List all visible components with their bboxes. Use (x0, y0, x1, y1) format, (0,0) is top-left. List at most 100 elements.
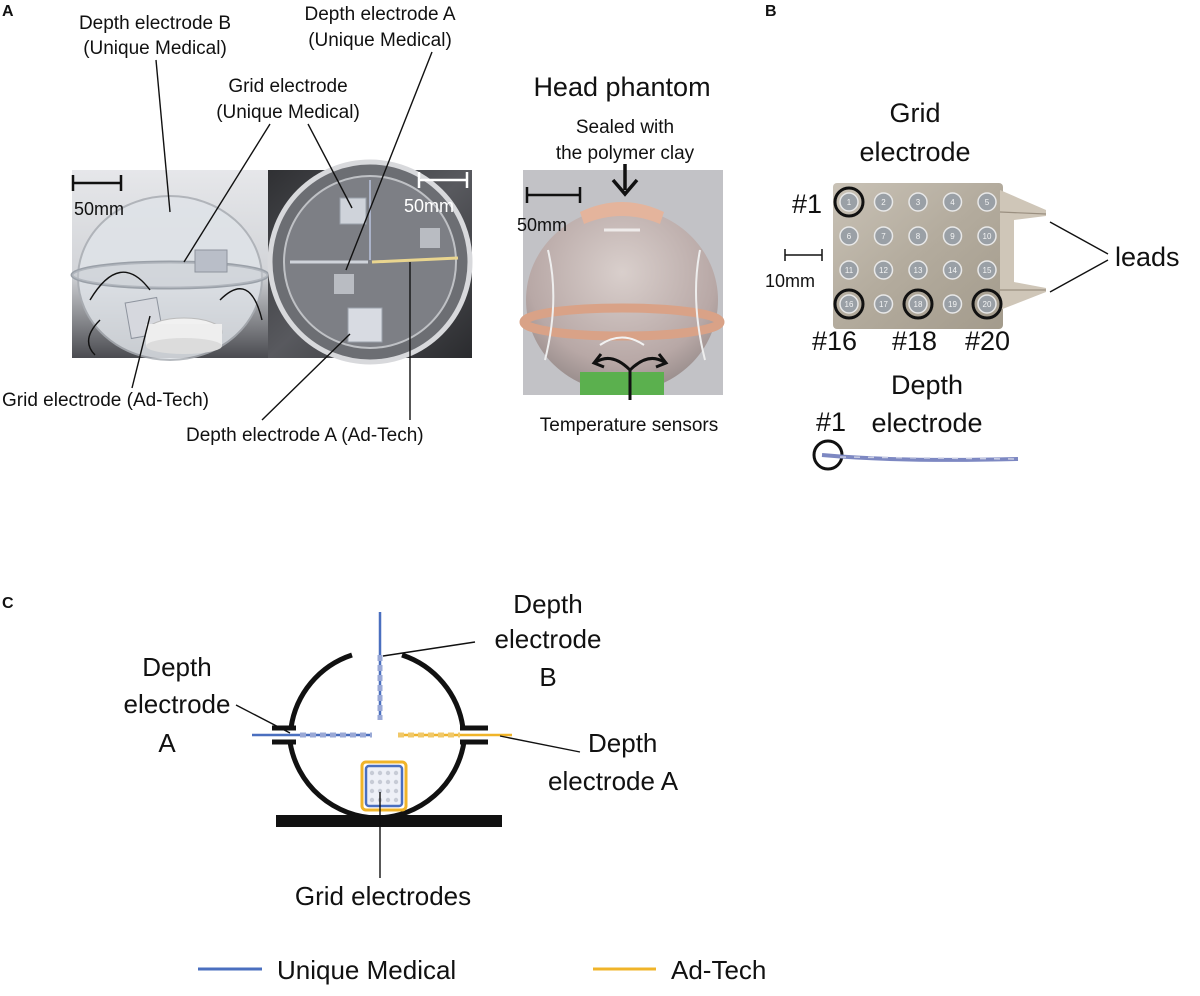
grid-contact-number: 17 (879, 300, 888, 309)
grid-contact (977, 260, 997, 280)
grid-contact (942, 260, 963, 280)
mini-grid-dot (385, 797, 391, 803)
scale-label-b: 10mm (765, 271, 815, 291)
grid-contact (942, 294, 963, 314)
label-depth-a-left-line1: Depth (142, 652, 211, 682)
mini-grid-dot (393, 797, 399, 803)
legend: Unique Medical Ad-Tech (198, 955, 766, 985)
temperature-sensors-label: Temperature sensors (540, 415, 718, 436)
label-depth-a-right-line1: Depth (588, 728, 657, 758)
grid-contact (942, 192, 963, 212)
sealed-line2: the polymer clay (556, 143, 695, 164)
mini-grid-dots (369, 770, 399, 803)
mini-grid-dot (369, 770, 375, 776)
grid-contact-number: 14 (948, 266, 957, 275)
label-depth-electrode-b: Depth electrode B (382, 589, 602, 692)
grid-contact (873, 192, 894, 212)
depth-electrode-title-line2: electrode (871, 408, 982, 438)
depth-electrode-photo (812, 439, 1019, 471)
label-depth-a-left-line3: A (158, 728, 176, 758)
grid-contact-number: 6 (847, 232, 852, 241)
grid-contact-number: 3 (916, 198, 921, 207)
grid-contact-number: 20 (983, 300, 992, 309)
grid-contact-number: 12 (879, 266, 888, 275)
head-phantom-title: Head phantom (533, 72, 710, 102)
grid-electrodes-diagram (360, 760, 408, 812)
photo-sphere-top (267, 159, 473, 365)
sealed-line1: Sealed with (576, 117, 674, 138)
mini-grid-dot (369, 788, 375, 794)
callout-grid-adtech: Grid electrode (Ad-Tech) (2, 315, 209, 411)
mini-grid-dot (385, 770, 391, 776)
label-depth-b-line1: Depth (513, 589, 582, 619)
grid-contact (908, 192, 928, 212)
mini-grid-dot (393, 788, 399, 794)
callout-depth-a-unique-line2: (Unique Medical) (308, 30, 452, 51)
label-grid-electrodes-text: Grid electrodes (295, 881, 471, 911)
grid-contact-number: 4 (950, 198, 955, 207)
marker-grid-16: #16 (812, 326, 857, 356)
marker-depth-1: #1 (816, 407, 846, 437)
grid-contact-number: 8 (916, 232, 921, 241)
grid-contact (839, 192, 859, 212)
marker-grid-18: #18 (892, 326, 937, 356)
mini-grid-dot (377, 770, 383, 776)
mini-grid-dot (393, 779, 399, 785)
grid-contact (908, 226, 928, 246)
grid-electrode-title-line1: Grid (889, 98, 940, 128)
grid-contact (977, 294, 997, 314)
depth-electrode-title-line1: Depth (891, 370, 963, 400)
grid-contact (839, 226, 859, 246)
grid-contact (873, 294, 894, 314)
callout-grid-unique-line1: Grid electrode (228, 76, 347, 97)
marker-grid-20: #20 (965, 326, 1010, 356)
callout-depth-b-unique-line1: Depth electrode B (79, 13, 231, 34)
grid-contact-number: 11 (845, 266, 854, 275)
panel-c-letter: C (2, 595, 14, 612)
grid-contact (873, 226, 894, 246)
mini-grid-dot (385, 788, 391, 794)
label-depth-b-line2: electrode (495, 624, 602, 654)
scale-bar-a-left: 50mm (71, 175, 124, 219)
callout-depth-a-adtech-label: Depth electrode A (Ad-Tech) (186, 425, 424, 446)
grid-contact-number: 16 (845, 300, 854, 309)
label-depth-b-line3: B (539, 662, 556, 692)
scale-label-phantom: 50mm (517, 215, 567, 235)
scale-label-a-right: 50mm (404, 196, 454, 216)
callout-depth-a-unique-line1: Depth electrode A (304, 4, 455, 25)
label-depth-electrode-a-right: Depth electrode A (499, 728, 679, 796)
mini-grid-dot (369, 779, 375, 785)
mini-grid-dot (377, 788, 383, 794)
grid-contact-number: 1 (847, 198, 852, 207)
label-depth-a-right-line2: electrode A (548, 766, 679, 796)
grid-contact-number: 7 (881, 232, 886, 241)
scale-bar-a-right: 50mm (404, 172, 469, 216)
photo-sphere-side (70, 170, 270, 361)
panel-a-letter: A (2, 3, 14, 20)
callout-depth-a-adtech: Depth electrode A (Ad-Tech) (186, 262, 424, 446)
diagram-sphere (272, 652, 502, 827)
grid-contact (839, 294, 859, 314)
leads-callout: leads (1049, 221, 1180, 293)
scale-bar-phantom: 50mm (517, 187, 582, 235)
grid-contact-number: 2 (881, 198, 886, 207)
callout-depth-b-unique: Depth electrode B (Unique Medical) (79, 13, 231, 213)
sealed-arrow (611, 164, 639, 197)
grid-contact (942, 226, 963, 246)
grid-contact (908, 294, 928, 314)
grid-contact (977, 226, 997, 246)
grid-contact-number: 13 (914, 266, 923, 275)
scale-label-a-left: 50mm (74, 199, 124, 219)
marker-circles (833, 186, 1003, 320)
sensor-arrows (591, 353, 669, 400)
grid-contact (839, 260, 859, 280)
mini-grid-dot (385, 779, 391, 785)
mini-grid-dot (393, 770, 399, 776)
grid-contact-number: 15 (983, 266, 992, 275)
callout-grid-adtech-label: Grid electrode (Ad-Tech) (2, 390, 209, 411)
label-depth-a-left-line2: electrode (124, 689, 231, 719)
grid-contact-number: 19 (948, 300, 957, 309)
